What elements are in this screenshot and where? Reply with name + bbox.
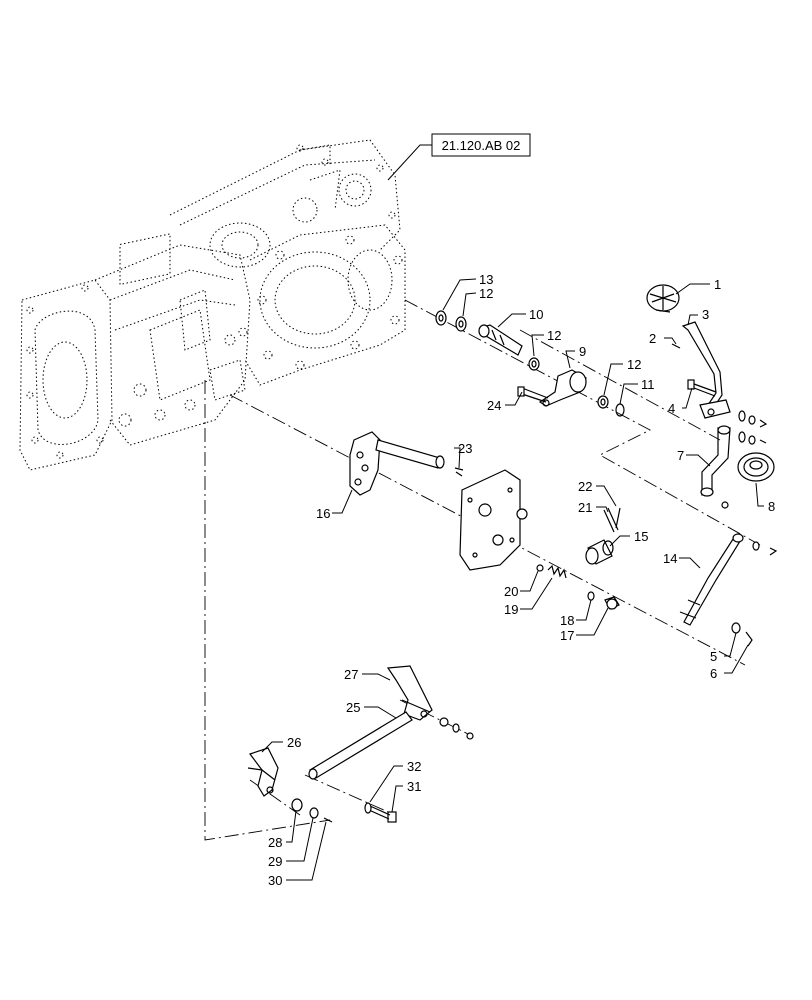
callout-29: 29 (268, 854, 282, 869)
part-fork-hardware (439, 717, 474, 740)
part-boot-8 (737, 452, 775, 482)
callout-8: 8 (768, 499, 775, 514)
part-washer-5 (731, 622, 741, 634)
part-bolt-31 (368, 805, 397, 823)
callout-28: 28 (268, 835, 282, 850)
part-washer-12b (528, 357, 540, 371)
part-washers-lever (738, 410, 768, 445)
part-washer-18 (587, 591, 595, 601)
callout-32: 32 (407, 759, 421, 774)
callout-1: 1 (714, 277, 721, 292)
callout-27: 27 (344, 667, 358, 682)
callout-11: 11 (641, 377, 655, 392)
callout-19: 19 (504, 602, 518, 617)
callout-31: 31 (407, 779, 421, 794)
callout-leaders (261, 278, 764, 881)
part-knob-1 (646, 284, 680, 313)
part-lever-3 (681, 321, 731, 419)
part-cover-plate (459, 469, 528, 571)
part-bracket-16 (349, 431, 445, 496)
part-shaft-10 (478, 324, 523, 356)
callout-14: 14 (663, 551, 677, 566)
part-link-7 (700, 425, 731, 509)
callout-6: 6 (710, 666, 717, 681)
part-pin-6 (745, 631, 753, 647)
callout-12-b: 12 (547, 328, 561, 343)
reference-label: 21.120.AB 02 (442, 138, 521, 153)
part-spring-19 (547, 564, 567, 579)
part-washer-29 (309, 807, 319, 819)
callout-2: 2 (649, 331, 656, 346)
part-lever-9 (538, 369, 587, 407)
part-fork-26 (247, 747, 279, 797)
part-rod-14 (679, 533, 744, 626)
part-ball-20 (536, 564, 544, 572)
callout-3: 3 (702, 307, 709, 322)
part-pin-30 (323, 817, 333, 823)
callout-12-a: 12 (479, 286, 493, 301)
callout-22: 22 (578, 479, 592, 494)
callout-9: 9 (579, 344, 586, 359)
callout-17: 17 (560, 628, 574, 643)
callout-12-c: 12 (627, 357, 641, 372)
part-washer-32 (364, 802, 372, 814)
part-pin-2 (671, 343, 681, 349)
part-nut-28 (291, 798, 303, 812)
callout-25: 25 (346, 700, 360, 715)
callout-5: 5 (710, 649, 717, 664)
transmission-housing (19, 139, 406, 471)
part-rod-25 (308, 711, 413, 780)
callout-24: 24 (487, 398, 501, 413)
callout-15: 15 (634, 529, 648, 544)
part-pin-21-22 (603, 507, 621, 533)
callout-labels: 1 2 3 4 5 6 7 8 9 10 11 12 12 12 13 14 1… (268, 272, 775, 888)
part-bolt-4 (687, 379, 717, 397)
callout-30: 30 (268, 873, 282, 888)
part-washers-13-12 (435, 310, 467, 332)
callout-4: 4 (668, 401, 675, 416)
part-washer-12c (597, 395, 609, 409)
center-lines (204, 299, 761, 841)
callout-7: 7 (677, 448, 684, 463)
part-clip-23 (454, 467, 464, 477)
callout-16: 16 (316, 506, 330, 521)
callout-26: 26 (287, 735, 301, 750)
part-washers-14 (752, 541, 778, 556)
callout-23: 23 (458, 441, 472, 456)
callout-20: 20 (504, 584, 518, 599)
part-screw-24 (517, 386, 549, 403)
parts (247, 284, 778, 823)
callout-18: 18 (560, 613, 574, 628)
part-plug-17 (604, 596, 620, 610)
part-sleeve-15 (585, 539, 614, 565)
callout-13: 13 (479, 272, 493, 287)
part-fork-27 (386, 665, 433, 721)
reference-callout: 21.120.AB 02 (387, 133, 531, 181)
callout-10: 10 (529, 307, 543, 322)
callout-21: 21 (578, 500, 592, 515)
